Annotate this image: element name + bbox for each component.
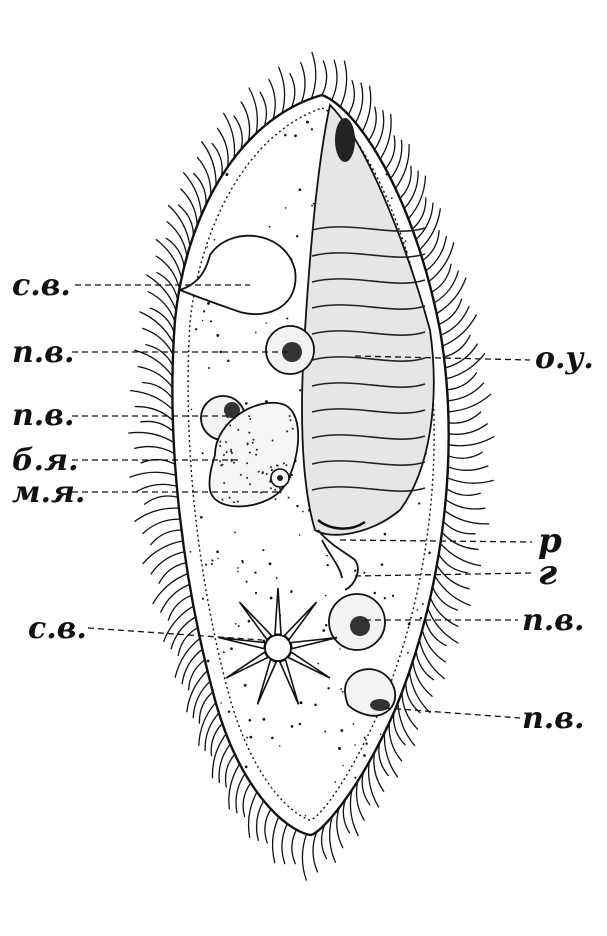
label-cv-top: с.в.	[12, 268, 71, 303]
cilium	[143, 328, 173, 354]
cilium	[224, 113, 235, 158]
cilium	[137, 484, 177, 491]
cilium	[135, 407, 173, 421]
label-pv-2: п.в.	[12, 398, 74, 433]
cilium	[212, 144, 222, 177]
cilium	[448, 452, 482, 458]
cilium	[330, 816, 336, 862]
cilium	[156, 256, 179, 289]
label-pv-3: п.в.	[522, 603, 584, 638]
cilium	[313, 832, 317, 872]
cilium	[413, 661, 432, 696]
cilium	[446, 500, 485, 509]
label-pv-4: п.в.	[522, 701, 584, 736]
cilium	[135, 350, 173, 376]
cilium	[302, 834, 306, 880]
cilium	[362, 86, 370, 131]
cilium	[380, 114, 391, 159]
cilium	[189, 660, 205, 690]
cilium	[279, 67, 285, 113]
cilium	[449, 437, 494, 446]
cilium	[181, 189, 198, 225]
cilium	[386, 136, 395, 169]
cilium	[379, 743, 388, 776]
cilium	[435, 576, 470, 606]
cilium	[444, 335, 470, 357]
cilium	[433, 587, 458, 610]
cilium	[292, 830, 297, 864]
cilium	[447, 489, 481, 496]
cilium	[234, 116, 242, 149]
label-ou: о.у.	[535, 341, 594, 376]
cilium	[143, 519, 180, 533]
cilium	[301, 63, 305, 103]
cilium	[440, 543, 480, 565]
cilium	[257, 801, 264, 841]
cilium	[374, 752, 384, 791]
cilium	[448, 394, 491, 412]
cilium	[217, 128, 228, 167]
cilium	[449, 424, 488, 435]
label-cv-bottom: с.в.	[28, 611, 87, 646]
cilium	[340, 61, 346, 107]
cilium	[369, 762, 379, 807]
cilium	[439, 554, 468, 572]
cilium	[130, 472, 176, 477]
cilium	[159, 563, 186, 584]
cilium	[429, 243, 454, 282]
cilium	[226, 754, 235, 787]
cilium	[273, 817, 279, 863]
cilium	[164, 606, 194, 641]
cilium	[260, 92, 266, 126]
cilium	[447, 373, 476, 390]
cilium	[143, 541, 183, 564]
cilium	[153, 574, 188, 604]
cilium	[249, 792, 257, 838]
cilium	[145, 496, 178, 504]
label-g: г	[538, 553, 557, 593]
label-by: б.я.	[12, 443, 78, 478]
cilium	[322, 825, 327, 859]
cilium	[151, 552, 184, 574]
cilium	[135, 447, 175, 454]
cilium	[322, 61, 327, 95]
cilium	[199, 692, 212, 723]
cilium	[337, 808, 343, 848]
cilium	[141, 421, 174, 431]
cilium	[187, 671, 208, 712]
cilium	[175, 638, 200, 677]
cilium	[443, 522, 475, 534]
cilium	[129, 432, 174, 442]
cilium	[449, 412, 481, 423]
cilium	[448, 383, 484, 401]
cilium	[448, 466, 488, 470]
cilium	[348, 81, 354, 115]
cilium	[265, 809, 271, 843]
cilium	[428, 608, 458, 643]
oral-groove	[302, 105, 434, 535]
cilium	[437, 278, 466, 314]
cilium	[140, 312, 174, 344]
cilium	[356, 83, 363, 123]
cilium	[142, 383, 172, 399]
cilium	[249, 88, 257, 133]
cilium	[193, 681, 210, 717]
cilium	[269, 80, 275, 120]
cilium	[445, 511, 489, 524]
cilium	[343, 799, 349, 833]
cilium	[312, 52, 316, 98]
cilium	[290, 74, 295, 108]
label-my: м.я.	[12, 475, 85, 510]
cilium	[282, 824, 287, 864]
cilium	[332, 60, 337, 100]
cilium	[447, 478, 493, 483]
label-pv-1: п.в.	[12, 335, 74, 370]
cilium	[148, 292, 175, 322]
